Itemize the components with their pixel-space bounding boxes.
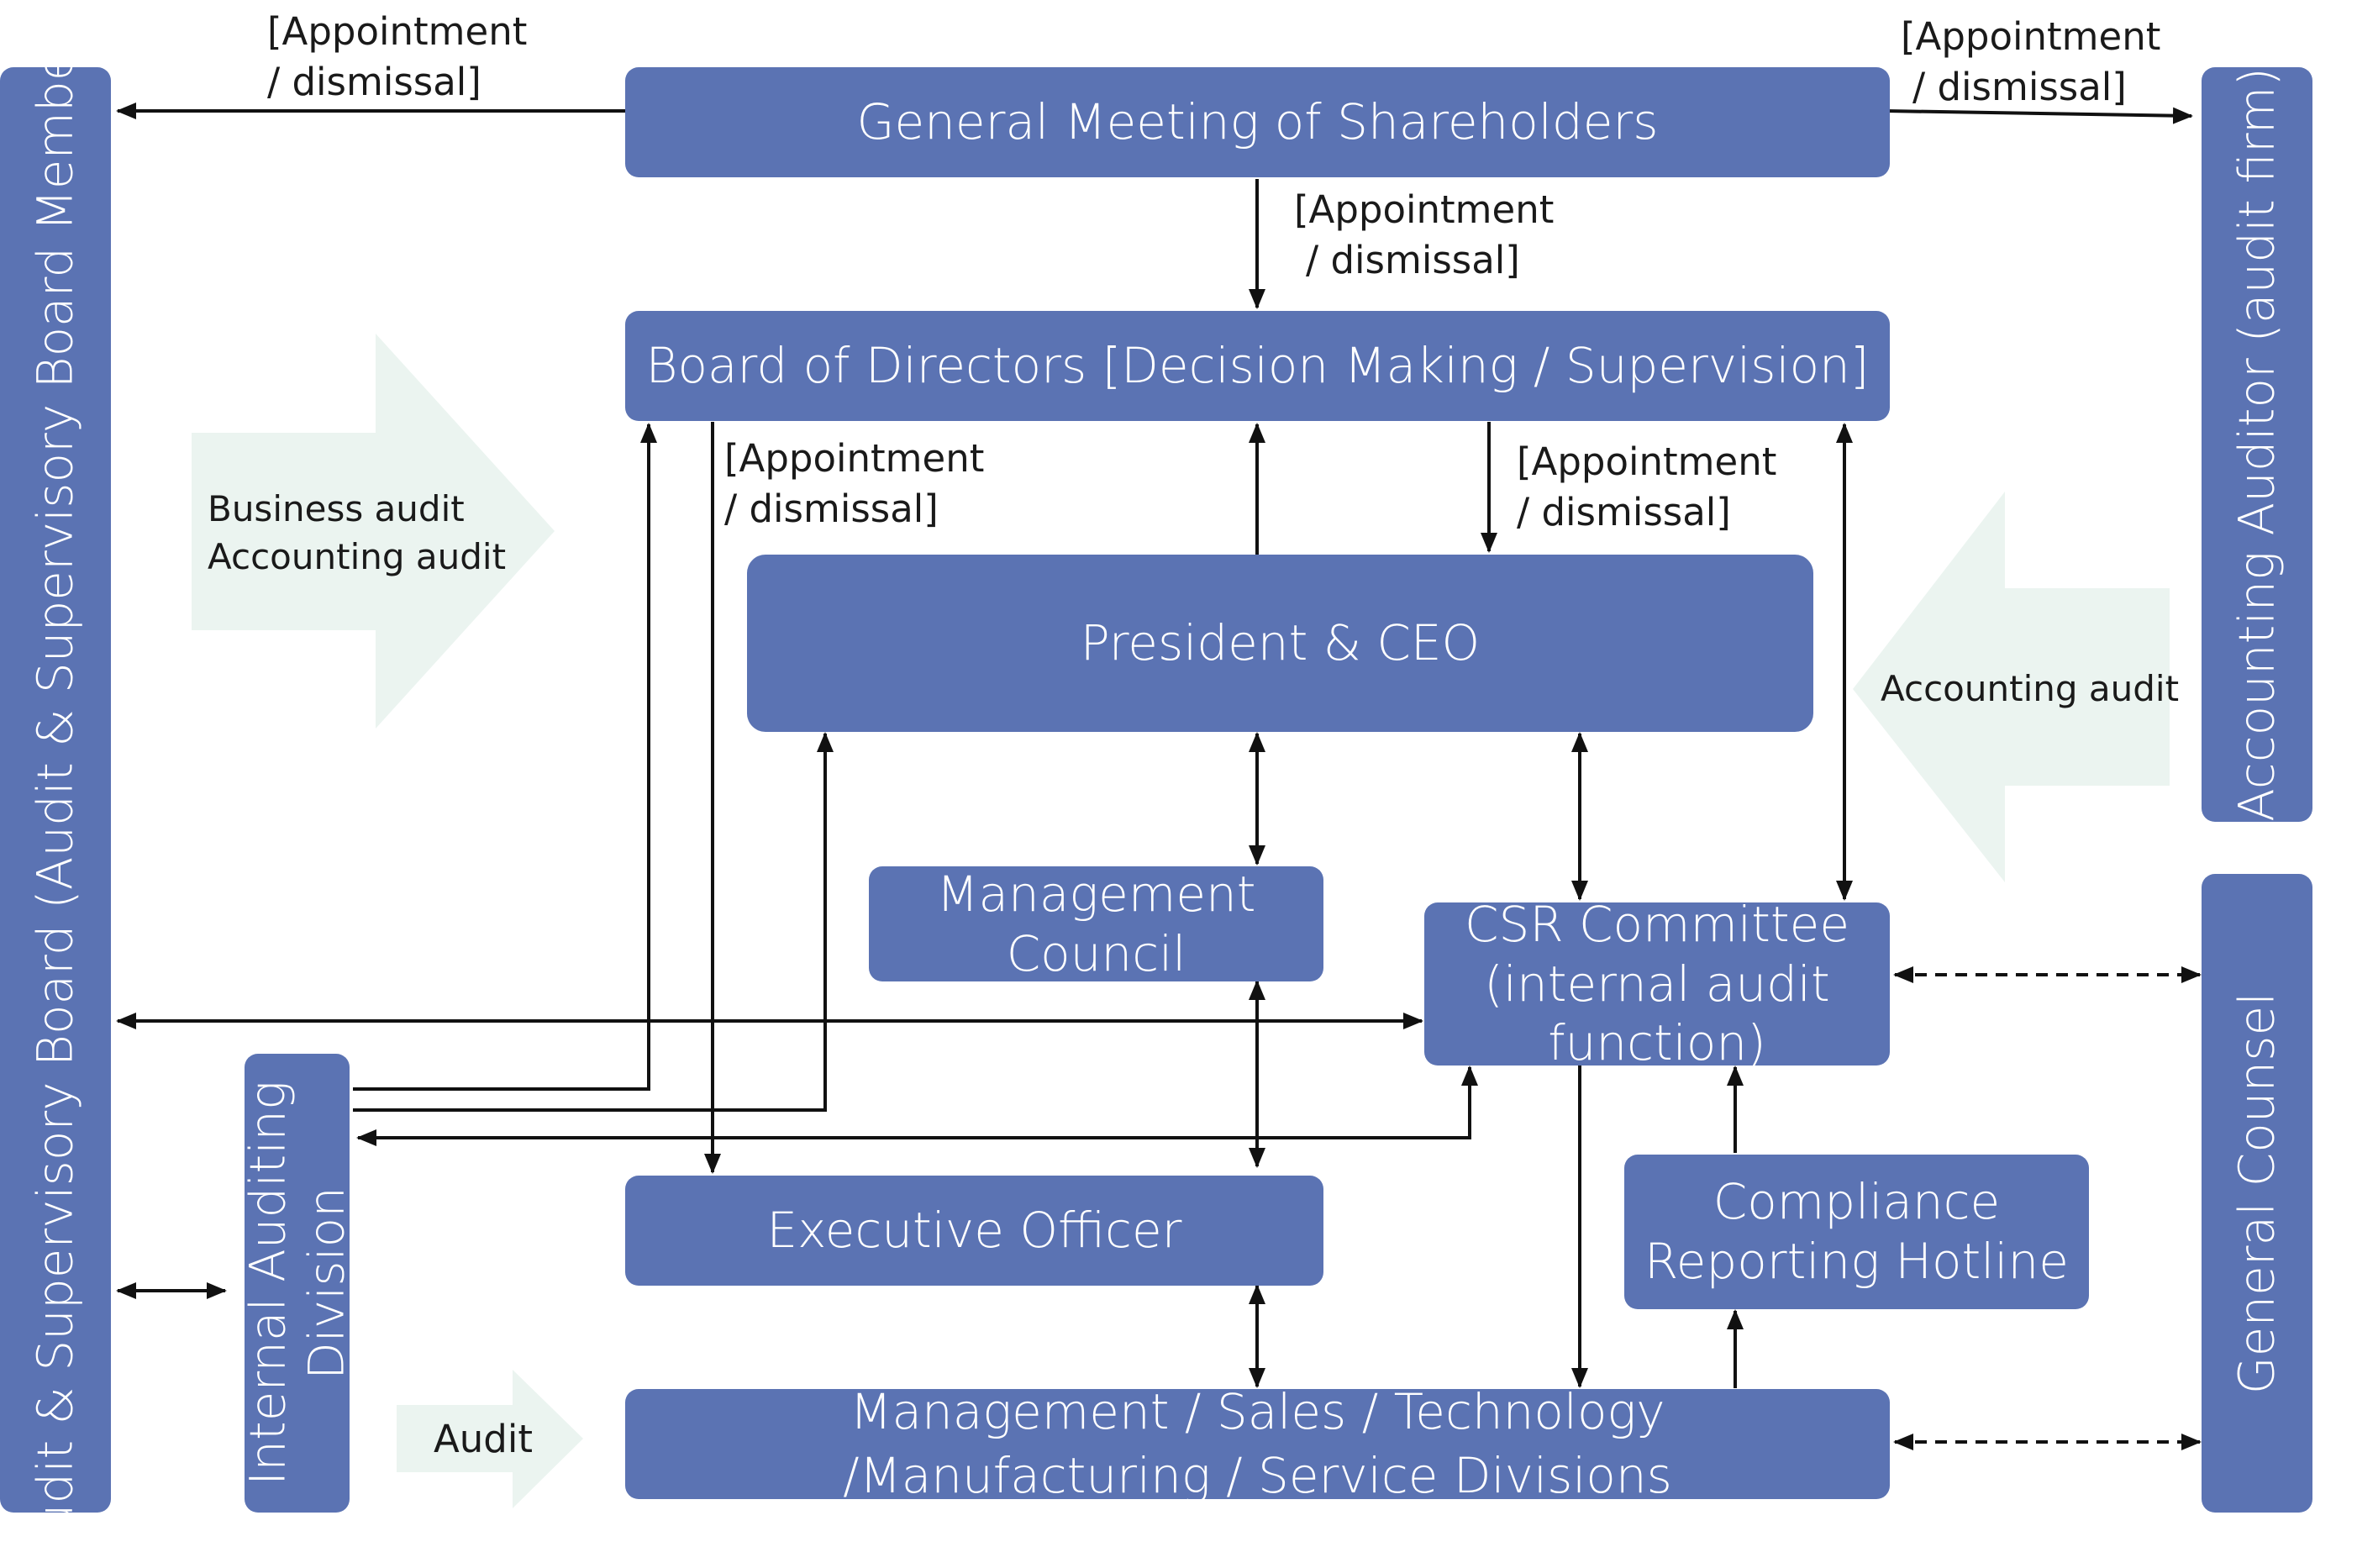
audit-arrow — [397, 1370, 583, 1508]
management-council-line1: Management — [936, 865, 1256, 923]
appt-board-right-line2: / dismissal] — [1517, 489, 1731, 534]
internal-auditing-line2: Division — [297, 1187, 355, 1380]
hotline-line1: Compliance — [1713, 1173, 2001, 1231]
executive-officer-box: Executive Officer — [625, 1176, 1323, 1286]
general-counsel-label: General Counsel — [2228, 992, 2286, 1395]
shareholders-label: General Meeting of Shareholders — [856, 93, 1659, 151]
connectors-layer — [116, 103, 2202, 1508]
audit-board-label: Audit & Supervisory Board (Audit & Super… — [26, 12, 84, 1568]
business-audit-label: Business audit Accounting audit — [208, 486, 506, 581]
appt-board-left-line2: / dismissal] — [724, 486, 939, 531]
general-counsel-box: General Counsel — [2202, 874, 2312, 1513]
audit-label: Audit — [434, 1414, 533, 1465]
compliance-hotline-box: Compliance Reporting Hotline — [1624, 1155, 2089, 1309]
internal-auditing-box: Internal Auditing Division — [239, 1054, 355, 1513]
csr-line3: function) — [1548, 1014, 1766, 1072]
appt-label-top-right: [Appointment / dismissal] — [1901, 12, 2160, 113]
appt-top-left-line1: [Appointment — [267, 9, 528, 54]
business-audit-line2: Accounting audit — [208, 535, 507, 577]
csr-committee-box: CSR Committee (internal audit function) — [1424, 896, 1890, 1071]
executive-label: Executive Officer — [766, 1202, 1182, 1260]
audit-board-box: Audit & Supervisory Board (Audit & Super… — [0, 12, 111, 1568]
csr-line2: (internal audit — [1484, 955, 1830, 1013]
appt-board-right-line1: [Appointment — [1517, 439, 1777, 484]
appt-label-top-left: [Appointment / dismissal] — [267, 7, 527, 108]
audit-text: Audit — [434, 1417, 534, 1461]
arrow-internal-to-president — [353, 732, 834, 1112]
appt-top-right-line2: / dismissal] — [1912, 64, 2127, 109]
management-council-box: Management Council — [869, 865, 1323, 982]
appt-top-right-line1: [Appointment — [1901, 14, 2161, 59]
board-of-directors-box: Board of Directors [Decision Making / Su… — [625, 311, 1890, 421]
internal-auditing-line1: Internal Auditing — [238, 1081, 296, 1486]
arrow-shareholders-to-accounting-auditor — [1886, 107, 2193, 124]
appt-center-line2: / dismissal] — [1306, 237, 1520, 282]
accounting-auditor-box: Accounting Auditor (audit firm) — [2202, 67, 2312, 822]
shareholders-box: General Meeting of Shareholders — [625, 67, 1890, 177]
appt-top-left-line2: / dismissal] — [267, 59, 481, 104]
internal-auditing-label: Internal Auditing Division — [239, 1081, 355, 1486]
appt-label-board-left: [Appointment / dismissal] — [724, 434, 984, 534]
hotline-line2: Reporting Hotline — [1644, 1233, 2069, 1290]
accounting-audit-arrow — [1853, 492, 2170, 882]
appt-label-center: [Appointment / dismissal] — [1294, 185, 1554, 286]
management-council-line2: Council — [1006, 924, 1186, 982]
csr-line1: CSR Committee — [1465, 895, 1849, 953]
accounting-audit-label: Accounting audit — [1881, 666, 2179, 713]
divisions-line1: Management / Sales / Technology — [850, 1383, 1665, 1441]
president-box: President & CEO — [747, 555, 1813, 732]
business-audit-line1: Business audit — [208, 488, 465, 529]
accounting-auditor-label: Accounting Auditor (audit firm) — [2228, 67, 2286, 822]
divisions-box: Management / Sales / Technology /Manufac… — [625, 1383, 1890, 1504]
board-label: Board of Directors [Decision Making / Su… — [645, 337, 1870, 395]
appt-center-line1: [Appointment — [1294, 187, 1555, 232]
appt-label-board-right: [Appointment / dismissal] — [1517, 437, 1776, 538]
business-audit-arrow — [192, 334, 555, 729]
president-label: President & CEO — [1080, 614, 1481, 672]
diagram-canvas: General Meeting of Shareholders Board of… — [0, 7, 2312, 1568]
arrow-internal-csr — [356, 1066, 1478, 1146]
appt-board-left-line1: [Appointment — [724, 436, 985, 481]
divisions-line2: /Manufacturing / Service Divisions — [843, 1446, 1672, 1504]
accounting-audit-text: Accounting audit — [1881, 668, 2180, 709]
